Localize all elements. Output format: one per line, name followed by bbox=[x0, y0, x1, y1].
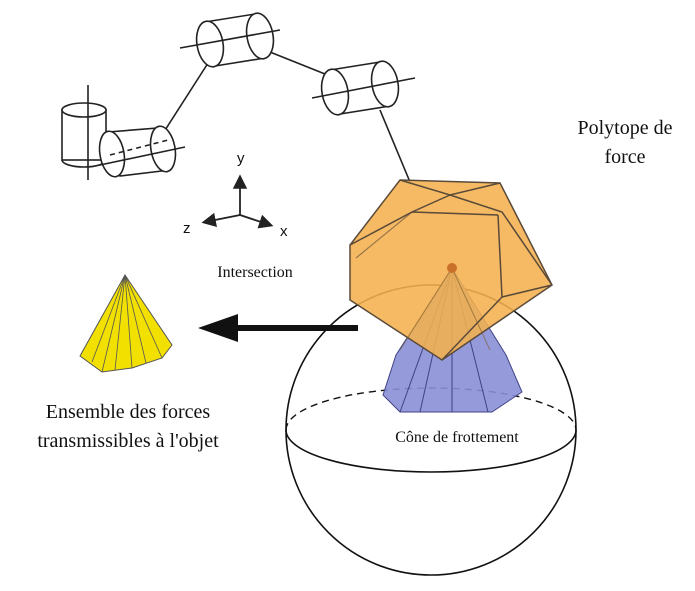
axis-x-label: x bbox=[280, 223, 288, 240]
elbow-joint-cylinder bbox=[179, 12, 281, 68]
transmissible-set-label-line2: transmissibles à l'objet bbox=[37, 430, 219, 452]
force-polytope bbox=[349, 179, 553, 361]
shoulder-joint-cylinder bbox=[98, 125, 186, 178]
coordinate-frame: y x z bbox=[183, 150, 288, 240]
friction-cone-label: Cône de frottement bbox=[395, 429, 519, 446]
intersection-label: Intersection bbox=[217, 264, 293, 281]
base-joint-cylinder bbox=[61, 85, 107, 180]
robot-arm bbox=[61, 12, 416, 183]
transmissible-force-cone bbox=[79, 274, 173, 373]
contact-point bbox=[447, 263, 457, 273]
wrist-joint-cylinder bbox=[311, 60, 416, 116]
axis-y-label: y bbox=[237, 150, 245, 167]
intersection-arrow bbox=[198, 314, 358, 342]
axis-z-label: z bbox=[183, 220, 191, 237]
force-polytope-label-line1: Polytope de bbox=[578, 117, 673, 139]
force-polytope-label-line2: force bbox=[604, 146, 645, 168]
transmissible-set-label-line1: Ensemble des forces bbox=[46, 401, 211, 423]
